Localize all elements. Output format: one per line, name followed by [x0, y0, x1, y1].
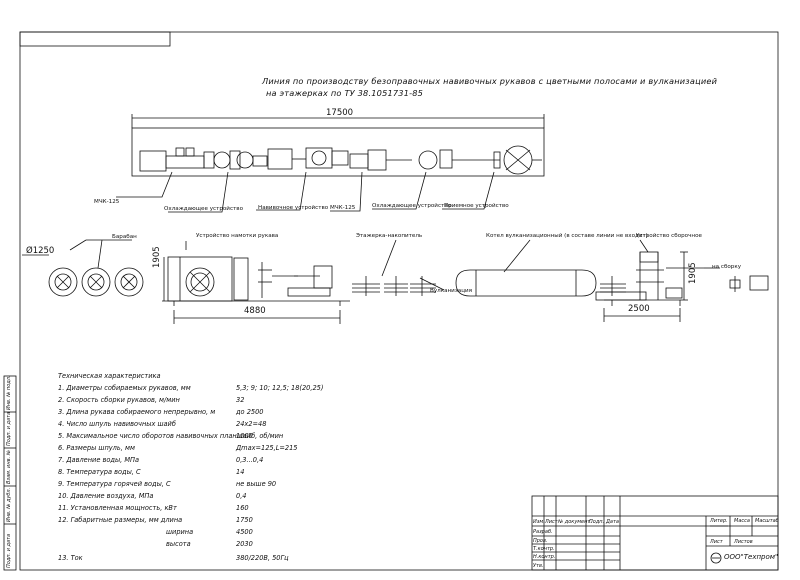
- dim-height-right: 1905: [688, 262, 698, 284]
- label-winding: Навивочное устройство: [258, 205, 329, 211]
- spec-row-label: 4. Число шпуль навивочных шайб: [58, 420, 176, 428]
- label-to-assembly: на сборку: [712, 264, 742, 270]
- dim-2500: 2500: [628, 304, 650, 314]
- stamp-utv: Утв.: [533, 563, 544, 569]
- label-mchk-left: МЧК-125: [94, 199, 120, 205]
- binding-strip: [3, 375, 17, 571]
- spec-row-value: 5,3; 9; 10; 12,5; 18(20,25): [236, 384, 324, 392]
- corner-stamp-box: [19, 31, 171, 47]
- stamp-data: Дата: [606, 519, 619, 525]
- spec-row-value: 1750: [236, 516, 253, 524]
- dim-drum-diameter: Ø1250: [26, 246, 55, 256]
- spec-row-value: не выше 90: [236, 480, 277, 488]
- strip-cell: Инв. № дубл.: [6, 487, 12, 522]
- stamp-podp: Подп.: [589, 519, 605, 525]
- stamp-listov: Листов: [734, 539, 753, 545]
- company-name: ООО"Техпром": [724, 553, 779, 561]
- spec-row-value: 32: [236, 396, 245, 404]
- stamp-list: Лист: [545, 519, 558, 525]
- spec-row-value: 160: [236, 504, 249, 512]
- spec-row-label: 7. Давление воды, МПа: [58, 456, 140, 464]
- spec-row-label: 11. Установленная мощность, кВт: [58, 504, 177, 512]
- spec-row-value: 24х2=48: [236, 420, 267, 428]
- assembly-device: [595, 239, 704, 306]
- spec-row-value: Дmax=125,L=215: [236, 444, 298, 452]
- strip-cell: Подп. и дата: [6, 533, 12, 568]
- stamp-doc: № документ.: [558, 519, 592, 525]
- dim-overall: 17500: [326, 108, 354, 118]
- spec-row-value: до 2500: [236, 408, 264, 416]
- stamp-list2: Лист: [710, 539, 723, 545]
- spec-row-label: 2. Скорость сборки рукавов, м/мин: [58, 396, 180, 404]
- elevation-view: [22, 239, 769, 324]
- spec-row-value: 0,4: [236, 492, 247, 500]
- stamp-razrab: Разраб.: [533, 529, 553, 535]
- strip-cell: Инв. № подл.: [6, 375, 12, 411]
- label-boiler: Котел вулканизационный (в составе линии …: [486, 233, 648, 239]
- label-haul-off: Приемное устройство: [444, 203, 509, 209]
- stamp-izm: Изм.: [533, 519, 545, 525]
- drawing-title-line2: на этажерках по ТУ 38.1051731-85: [266, 88, 424, 98]
- title-block-lines: [531, 495, 779, 571]
- label-cooling-1: Охлаждающее устройство: [164, 206, 243, 212]
- label-etazherka: Этажерка-накопитель: [356, 233, 423, 239]
- stamp-massa: Масса: [734, 518, 750, 524]
- label-mchk-right: МЧК-125: [330, 205, 356, 211]
- spec-row-value: 4500: [236, 528, 253, 536]
- stamp-prov: Пров.: [533, 538, 548, 544]
- spec-row-label: ширина: [166, 528, 194, 536]
- strip-cell: Взам. инв. №: [6, 450, 12, 484]
- spec-row-value: 1000: [236, 432, 253, 440]
- dim-4880: 4880: [244, 306, 266, 316]
- plan-view: [116, 114, 545, 213]
- stamp-masshtab: Масштаб: [755, 518, 779, 524]
- spec-row-value: 2030: [236, 540, 253, 548]
- spec-row-label: 10. Давление воздуха, МПа: [58, 492, 154, 500]
- spec-row-label: 13. Ток: [58, 554, 83, 562]
- drawing-frame: [19, 31, 779, 571]
- stamp-lit: Литер.: [710, 518, 728, 524]
- accumulator-racks: [352, 239, 445, 296]
- spec-row-label: 3. Длина рукава собираемого непрерывно, …: [58, 408, 216, 416]
- spec-row-value: 14: [236, 468, 245, 476]
- stamp-tkontr: Т.контр.: [533, 546, 555, 552]
- label-cooling-2: Охлаждающее устройство: [372, 203, 451, 209]
- spec-row-value: 380/220В, 50Гц: [236, 554, 289, 562]
- label-baraban: Барабан: [112, 234, 137, 240]
- company-logo-icon: [710, 552, 722, 564]
- label-vulkanization: Вулканизация: [430, 288, 473, 294]
- spec-row-label: 1. Диаметры собираемых рукавов, мм: [58, 384, 191, 392]
- spec-row-label: 12. Габаритные размеры, мм длина: [58, 516, 183, 524]
- dim-height-left: 1905: [152, 246, 162, 268]
- spec-row-label: 5. Максимальное число оборотов навивочны…: [58, 432, 284, 440]
- label-assembly: Устройство сборочное: [636, 233, 702, 239]
- drawing-title-line1: Линия по производству безоправочных нави…: [262, 76, 718, 86]
- stamp-nkontr: Н.контр.: [533, 554, 556, 560]
- spec-row-label: 6. Размеры шпуль, мм: [58, 444, 135, 452]
- spec-row-value: 0,3...0,4: [236, 456, 264, 464]
- specs-heading: Техническая характеристика: [58, 372, 161, 380]
- label-hose-winding: Устройство намотки рукава: [196, 233, 279, 239]
- spec-row-label: 9. Температура горячей воды, С: [58, 480, 171, 488]
- spec-row-label: 8. Температура воды, С: [58, 468, 141, 476]
- strip-cell: Подп. и дата: [6, 411, 12, 446]
- spec-row-label: высота: [166, 540, 191, 548]
